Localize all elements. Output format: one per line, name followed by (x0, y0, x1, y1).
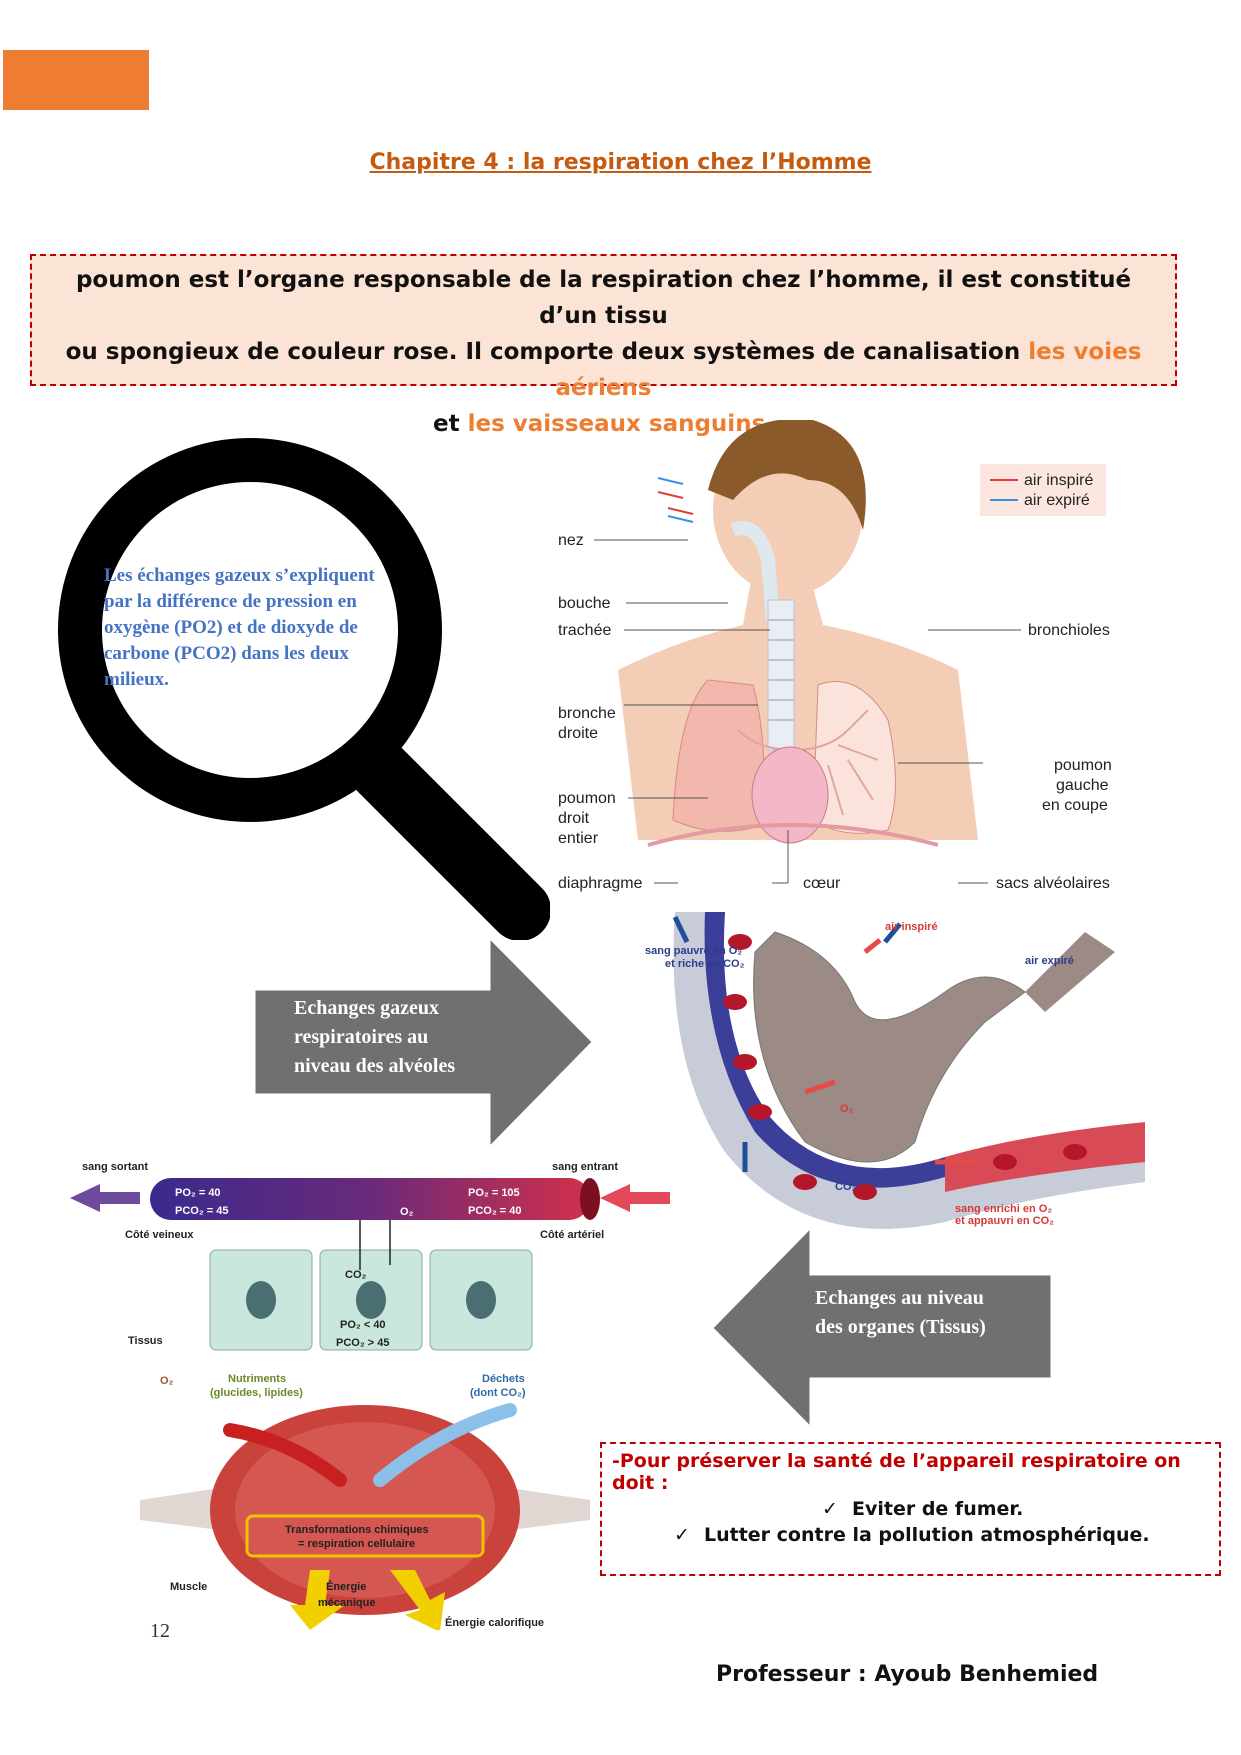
author-signature: Professeur : Ayoub Benhemied (716, 1662, 1099, 1687)
label-coeur: cœur (803, 875, 841, 892)
label-dechets: Déchets (482, 1373, 525, 1385)
label-nutriments-detail: (glucides, lipides) (210, 1387, 303, 1399)
label-muscle: Muscle (170, 1581, 207, 1593)
label-tissue-o2: O₂ (400, 1206, 414, 1218)
label-sang-sortant: sang sortant (82, 1161, 148, 1173)
label-energie-mecanique-2: mécanique (318, 1597, 375, 1609)
label-nez: nez (558, 532, 584, 549)
intro-line-2: ou spongieux de couleur rose. Il comport… (65, 339, 1142, 401)
label-pco2-tissue: PCO₂ > 45 (336, 1337, 390, 1349)
label-alveole-o2: O₂ (840, 1103, 854, 1115)
advice-lead: -Pour préserver la santé de l’appareil r… (612, 1450, 1181, 1494)
label-dechets-detail: (dont CO₂) (470, 1387, 526, 1399)
label-transformations: Transformations chimiques (285, 1524, 429, 1536)
label-sang-entrant: sang entrant (552, 1161, 618, 1173)
intro-line-1: poumon est l’organe responsable de la re… (75, 267, 1132, 329)
label-bronche: bronche (558, 705, 616, 722)
chapter-title: Chapitre 4 : la respiration chez l’Homme (369, 150, 872, 175)
label-bouche: bouche (558, 595, 611, 612)
label-diaphragme: diaphragme (558, 875, 643, 892)
page-number: 12 (150, 1620, 170, 1642)
tissue-exchange-diagram: sang sortant sang entrant PO₂ = 40 PCO₂ … (70, 1161, 670, 1351)
label-muscle-o2: O₂ (160, 1375, 174, 1387)
label-poumon-gauche-3: en coupe (1042, 797, 1108, 814)
arrow-tissus-text: Echanges au niveau des organes (Tissus) (815, 1287, 986, 1338)
label-sang-enrichi-1: sang enrichi en O₂ (955, 1203, 1052, 1215)
label-energie-mecanique-1: Énergie (326, 1580, 366, 1593)
label-cote-veineux: Côté veineux (125, 1229, 194, 1241)
alveole-diagram: sang pauvre en O₂ et riche en CO₂ air in… (645, 912, 1145, 1229)
arrow-tissus-shape (712, 1228, 1052, 1428)
label-tissus: Tissus (128, 1335, 163, 1347)
advice-item-2: ✓Lutter contre la pollution atmosphériqu… (674, 1524, 1150, 1546)
legend-air-expire: air expiré (1024, 492, 1090, 509)
intro-definition-box: poumon est l’organe responsable de la re… (30, 254, 1177, 437)
label-cote-arteriel: Côté artériel (540, 1229, 604, 1241)
label-po2-left: PO₂ = 40 (175, 1187, 221, 1199)
highlight-vaisseaux: les vaisseaux sanguins. (467, 411, 774, 437)
label-energie-calorifique: Énergie calorifique (445, 1616, 544, 1629)
label-sang-enrichi-2: et appauvri en CO₂ (955, 1215, 1054, 1227)
label-poumon-gauche-2: gauche (1056, 777, 1109, 794)
label-sang-pauvre-2: et riche en CO₂ (665, 958, 745, 970)
muscle-diagram: O₂ Nutriments (glucides, lipides) Déchet… (140, 1373, 590, 1630)
label-poumon-droit-3: entier (558, 830, 599, 847)
label-poumon-droit-1: poumon (558, 790, 616, 807)
advice-item-1: ✓Eviter de fumer. (822, 1498, 1024, 1520)
label-po2-tissue: PO₂ < 40 (340, 1319, 386, 1331)
arrow-alveoles-text: Echanges gazeux respiratoires au niveau … (294, 997, 456, 1077)
label-alveole-co2: CO₂ (835, 1181, 857, 1193)
label-sacs-alveolaires: sacs alvéolaires (996, 875, 1110, 892)
check-icon: ✓ (822, 1498, 838, 1520)
respiratory-system-diagram: air inspiré air expiré nez bouche traché… (558, 420, 1112, 892)
label-bronche-droite: droite (558, 725, 598, 742)
highlight-voies-aeriens: les voies aériens (555, 339, 1142, 401)
label-alveole-air-expire: air expiré (1025, 955, 1074, 967)
magnifier-icon (58, 438, 550, 940)
label-pco2-right: PCO₂ = 40 (468, 1205, 522, 1217)
label-pco2-left: PCO₂ = 45 (175, 1205, 229, 1217)
label-alveole-air-inspire: air inspiré (885, 921, 938, 933)
label-po2-right: PO₂ = 105 (468, 1187, 520, 1199)
arrow-alveoles-shape (254, 938, 593, 1148)
magnifier-text: Les échanges gazeux s’expliquent par la … (104, 565, 375, 690)
orange-corner-tab (3, 50, 149, 110)
label-nutriments: Nutriments (228, 1373, 286, 1385)
label-respiration-cellulaire: = respiration cellulaire (298, 1538, 415, 1550)
intro-line-3: et les vaisseaux sanguins. (432, 411, 774, 437)
label-poumon-droit-2: droit (558, 810, 590, 827)
legend-air-inspire: air inspiré (1024, 472, 1093, 489)
advice-box: -Pour préserver la santé de l’appareil r… (600, 1442, 1221, 1576)
label-sang-pauvre-1: sang pauvre en O₂ (645, 945, 742, 957)
check-icon: ✓ (674, 1524, 690, 1546)
label-tissue-co2: CO₂ (345, 1269, 367, 1281)
label-trachee: trachée (558, 622, 611, 639)
label-poumon-gauche-1: poumon (1054, 757, 1112, 774)
label-bronchioles: bronchioles (1028, 622, 1110, 639)
